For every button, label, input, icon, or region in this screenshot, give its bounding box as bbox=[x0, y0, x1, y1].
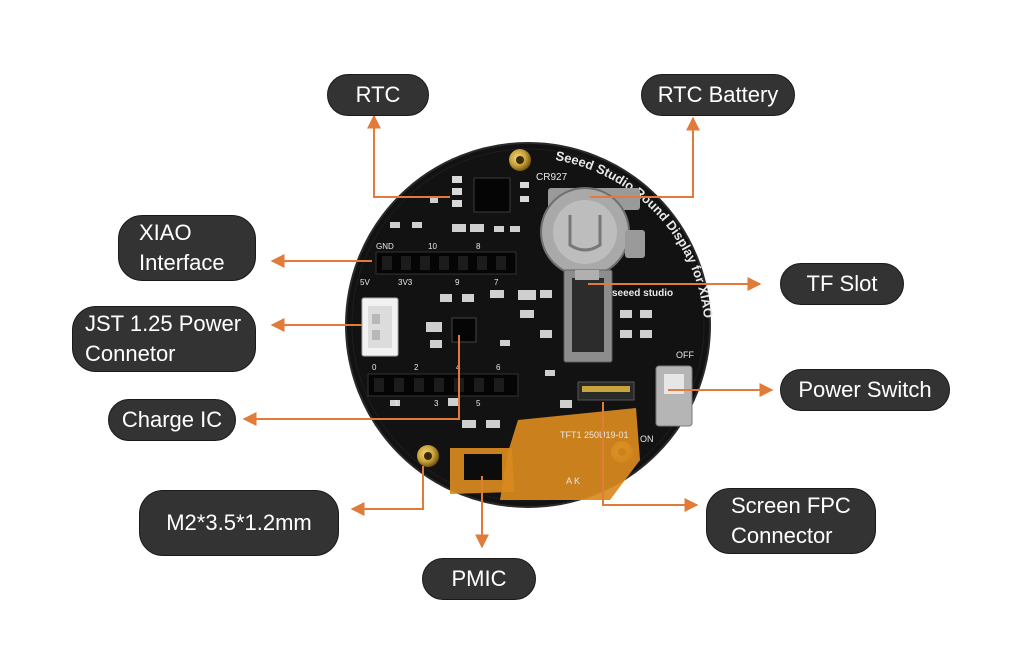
rtc-chip bbox=[452, 176, 529, 213]
leader-lines bbox=[242, 114, 774, 549]
pin-label-3: 3 bbox=[434, 399, 439, 408]
pin-label-gnd: GND bbox=[376, 242, 394, 251]
callout-tf-slot: TF Slot bbox=[780, 263, 904, 305]
pin-label-3v3: 3V3 bbox=[398, 278, 413, 287]
leader-fpc bbox=[602, 402, 699, 512]
callout-charge-ic: Charge IC bbox=[108, 399, 236, 441]
pin-label-10: 10 bbox=[428, 242, 437, 251]
rtc-battery-holder: CR927 bbox=[536, 172, 645, 277]
pin-label-0: 0 bbox=[372, 363, 377, 372]
battery-model-label: CR927 bbox=[536, 172, 568, 183]
callout-pmic: PMIC bbox=[422, 558, 536, 600]
jst-connector bbox=[361, 297, 399, 357]
pin-label-5: 5 bbox=[476, 399, 481, 408]
callout-charge-ic-text: Charge IC bbox=[121, 407, 223, 432]
callout-rtc-battery-text: RTC Battery bbox=[657, 82, 779, 107]
callout-rtc-battery: RTC Battery bbox=[641, 74, 795, 116]
flex-cable bbox=[450, 408, 640, 500]
callout-mount-text: M2*3.5*1.2mm bbox=[166, 510, 312, 535]
fpc-connector bbox=[577, 381, 635, 401]
switch-on-label: ON bbox=[640, 434, 654, 444]
callout-xiao-line1: XIAO bbox=[139, 220, 192, 245]
callout-xiao-interface: XIAO Interface bbox=[118, 215, 256, 281]
callout-rtc: RTC bbox=[327, 74, 429, 116]
switch-off-label: OFF bbox=[676, 350, 694, 360]
pin-label-1: 1 bbox=[394, 399, 399, 408]
callout-fpc-line2: Connector bbox=[731, 523, 833, 548]
callout-rtc-text: RTC bbox=[355, 82, 401, 107]
leader-mount bbox=[350, 466, 424, 516]
smd-components bbox=[390, 198, 652, 428]
callout-jst-line1: JST 1.25 Power bbox=[85, 311, 242, 336]
pin-label-5v: 5V bbox=[360, 278, 370, 287]
pin-label-6: 6 bbox=[496, 363, 501, 372]
leader-rtc bbox=[367, 114, 450, 198]
leader-charge-ic bbox=[242, 335, 460, 426]
board-brand: seeed studio bbox=[612, 288, 673, 299]
callout-xiao-line2: Interface bbox=[139, 250, 225, 275]
callout-pmic-text: PMIC bbox=[451, 566, 507, 591]
callout-mount-hole: M2*3.5*1.2mm bbox=[139, 490, 339, 556]
callout-power-switch: Power Switch bbox=[780, 369, 950, 411]
pin-label-2: 2 bbox=[414, 363, 419, 372]
callout-fpc-line1: Screen FPC bbox=[731, 493, 851, 518]
pin-label-9: 9 bbox=[455, 278, 460, 287]
header-top: GND 3V3 10 9 8 7 5V bbox=[360, 242, 517, 287]
callout-jst-power: JST 1.25 Power Connetor bbox=[72, 306, 256, 372]
callout-jst-line2: Connetor bbox=[85, 341, 176, 366]
pin-label-8: 8 bbox=[476, 242, 481, 251]
callout-tf-text: TF Slot bbox=[806, 271, 878, 296]
callout-screen-fpc: Screen FPC Connector bbox=[706, 488, 876, 554]
callout-switch-text: Power Switch bbox=[798, 377, 932, 402]
tf-slot bbox=[563, 269, 613, 363]
fpc-pin-label: A K bbox=[566, 476, 580, 486]
pin-label-7: 7 bbox=[494, 278, 499, 287]
leader-rtc-battery bbox=[590, 116, 700, 198]
fpc-code-label: TFT1 250U19-01 bbox=[560, 430, 629, 440]
charge-ic-chip bbox=[451, 317, 477, 343]
